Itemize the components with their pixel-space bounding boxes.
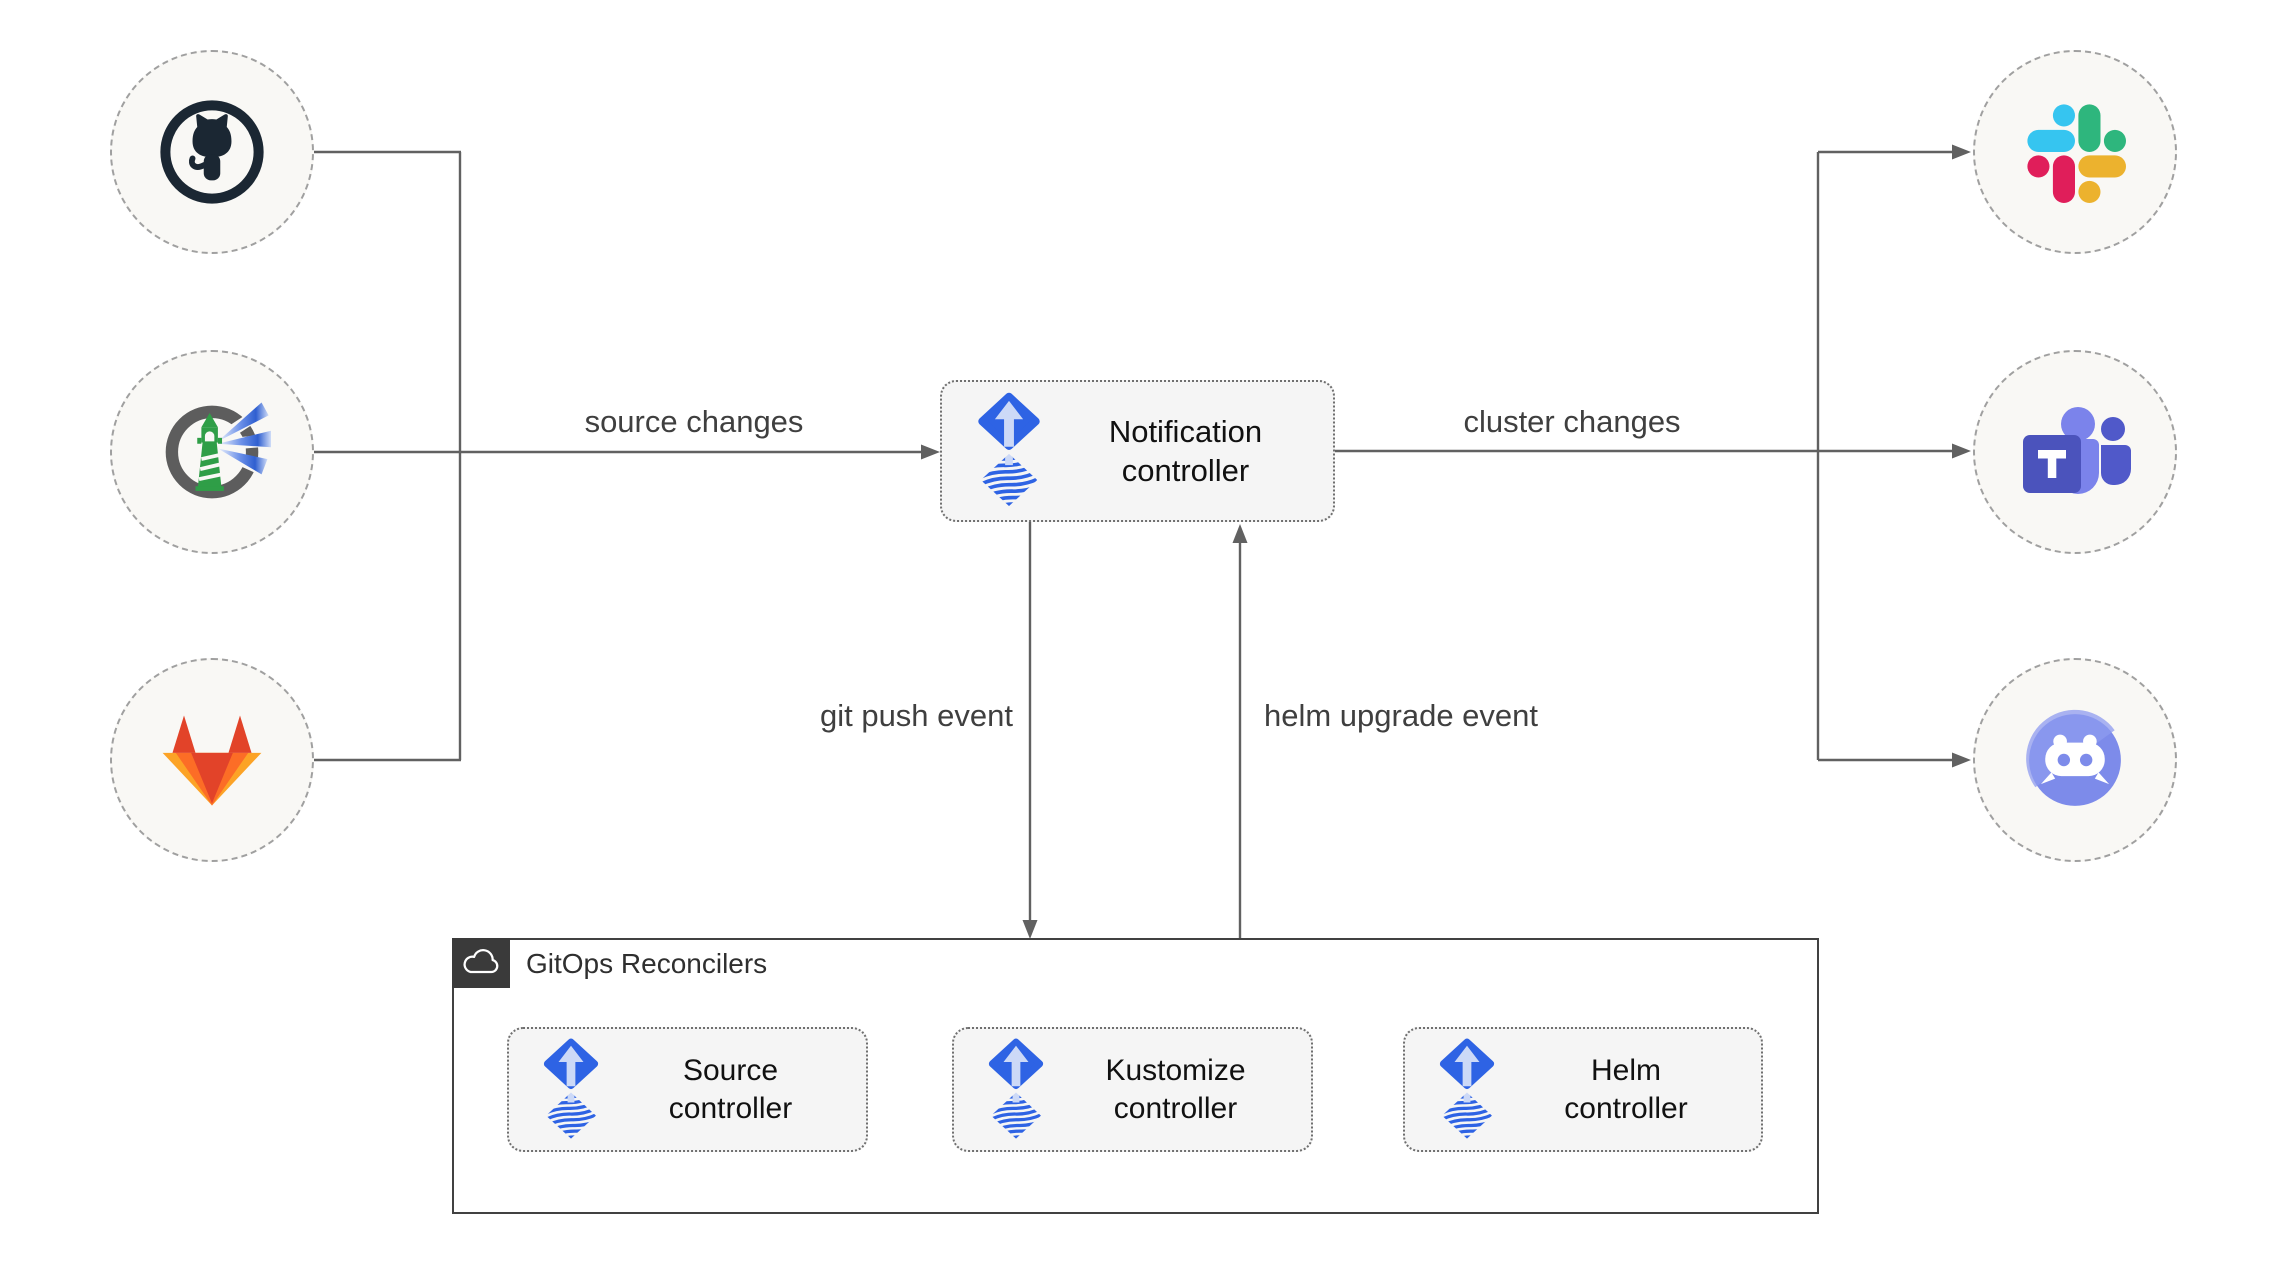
edge-label-cluster-changes: cluster changes xyxy=(1463,404,1681,439)
source-controller-box: Source controller xyxy=(507,1027,868,1152)
notification-controller-label: Notification controller xyxy=(1108,414,1263,488)
cloud-icon xyxy=(463,949,498,974)
helm-controller-box: Helm controller xyxy=(1403,1027,1763,1152)
arrowhead-into-slack xyxy=(1952,144,1971,160)
arrowhead-into-notification xyxy=(921,444,940,460)
edge-label-helm-upgrade-event: helm upgrade event xyxy=(1264,698,1539,733)
node-teams xyxy=(1973,350,2177,554)
kustomize-controller-box: Kustomize controller xyxy=(952,1027,1313,1152)
cloud-badge xyxy=(451,937,510,988)
slack-icon xyxy=(2027,104,2126,203)
arrowhead-into-teams xyxy=(1952,443,1971,459)
gitops-reconcilers-label: GitOps Reconcilers xyxy=(526,948,768,979)
gitlab-icon xyxy=(162,714,262,806)
node-slack xyxy=(1973,50,2177,254)
arrowhead-into-notification-bottom xyxy=(1232,524,1248,543)
edge-label-source-changes: source changes xyxy=(584,404,804,439)
arrowhead-into-reconcilers xyxy=(1022,920,1038,939)
edge-label-git-push-event: git push event xyxy=(819,698,1013,733)
notification-controller-box: Notification controller xyxy=(940,380,1335,522)
harbor-lighthouse-icon xyxy=(165,402,271,499)
flux-icon xyxy=(1429,1037,1505,1143)
source-controller-label: Source controller xyxy=(668,1053,793,1125)
teams-icon xyxy=(2023,407,2131,494)
flux-icon xyxy=(978,1037,1054,1143)
kustomize-controller-label: Kustomize controller xyxy=(1105,1053,1246,1125)
node-github xyxy=(110,50,314,254)
flux-icon xyxy=(966,391,1052,511)
github-icon xyxy=(160,100,264,204)
node-harbor xyxy=(110,350,314,554)
flux-icon xyxy=(533,1037,609,1143)
node-discord xyxy=(1973,658,2177,862)
helm-controller-label: Helm controller xyxy=(1564,1053,1688,1125)
node-gitlab xyxy=(110,658,314,862)
discord-icon xyxy=(2026,709,2121,806)
arrowhead-into-discord xyxy=(1952,752,1971,768)
